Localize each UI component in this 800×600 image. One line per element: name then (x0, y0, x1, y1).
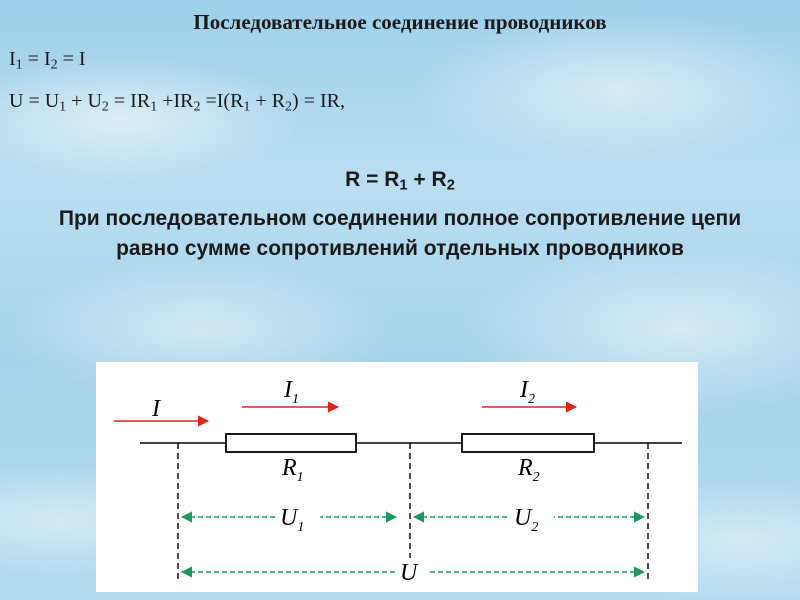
resistor-r2 (461, 433, 595, 453)
label-r1: R1 (281, 455, 304, 485)
label-i1: I1 (283, 377, 299, 407)
voltage-sum-line: U = U1 + U2 = IR1 +IR2 =I(R1 + R2) = IR, (9, 90, 345, 115)
label-u: U (400, 560, 419, 586)
label-u2: U2 (514, 505, 538, 535)
label-u1: U1 (280, 505, 304, 535)
rule-statement: При последовательном соединении полное с… (58, 207, 742, 260)
resistance-formula: R = R1 + R2 (345, 168, 455, 194)
slide-title: Последовательное соединение проводников (193, 10, 607, 34)
label-r2: R2 (517, 455, 540, 485)
label-i2: I2 (519, 377, 535, 407)
series-circuit-diagram: I I1 I2 R1 R2 U1 U2 U (96, 362, 698, 592)
label-i: I (151, 396, 161, 422)
current-equality-line: I1 = I2 = I (9, 48, 86, 73)
resistor-r1 (225, 433, 357, 453)
